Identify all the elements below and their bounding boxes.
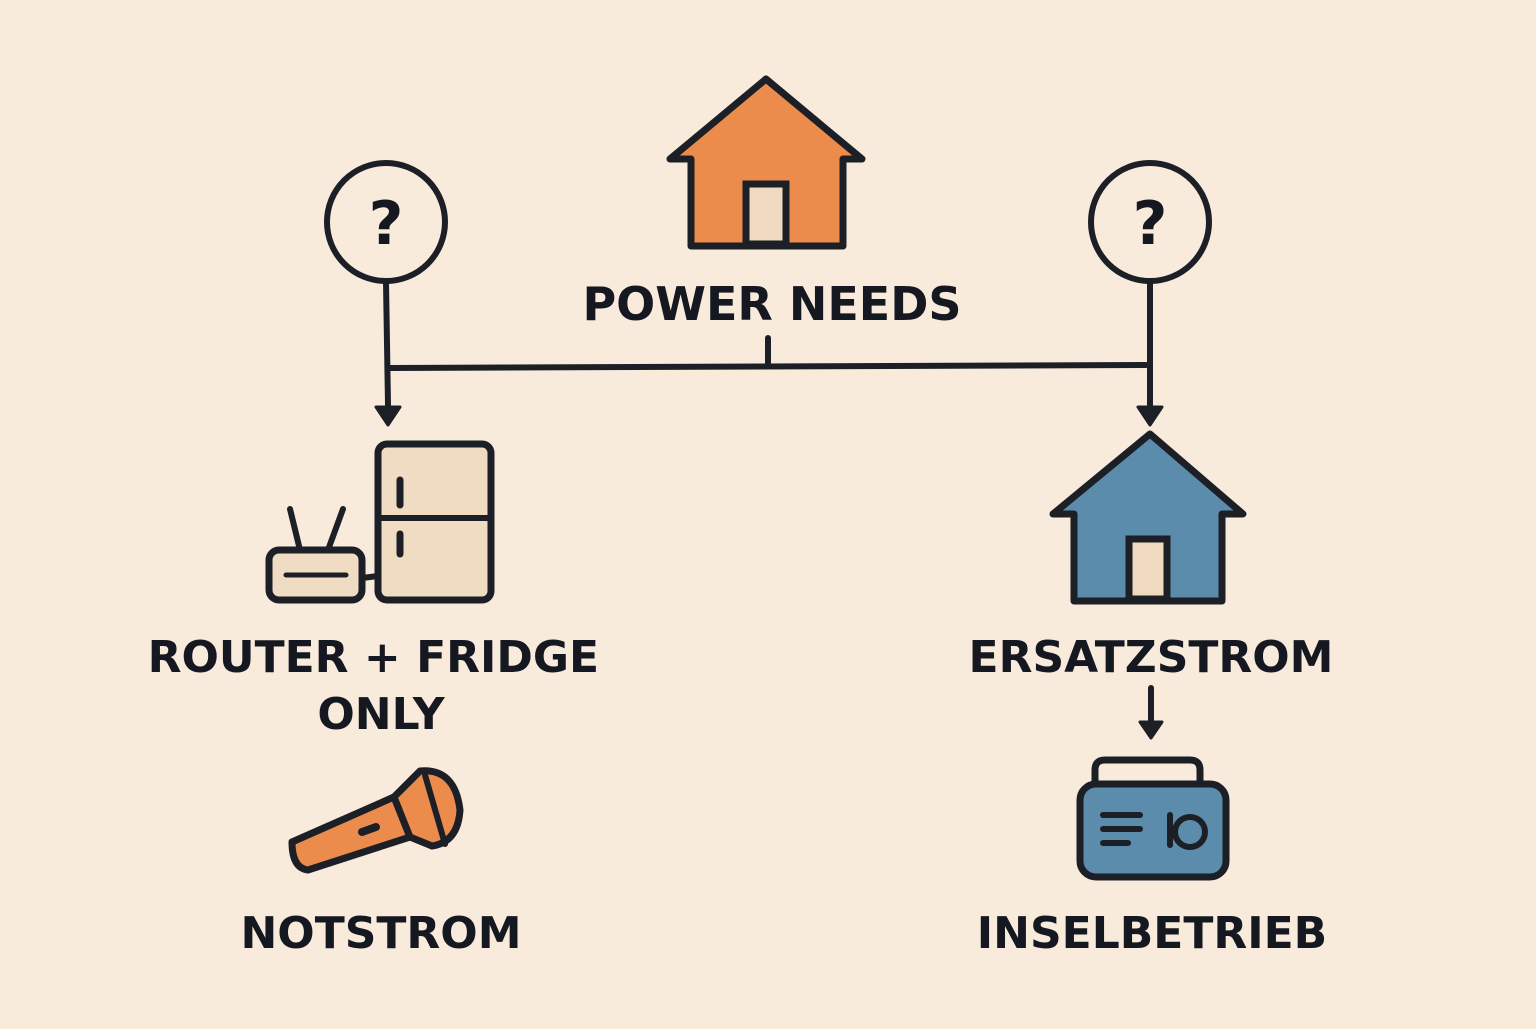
blue-house-icon xyxy=(1049,430,1247,605)
right-question-icon: ? xyxy=(1088,160,1212,284)
left-question-mark: ? xyxy=(369,189,404,259)
door-icon xyxy=(742,180,790,248)
door-icon xyxy=(1125,535,1171,603)
left-option-label: ROUTER + FRIDGE ONLY xyxy=(148,632,615,740)
left-question-icon: ? xyxy=(324,160,448,284)
ersatzstrom-arrowhead xyxy=(1138,720,1164,740)
center-label: POWER NEEDS xyxy=(582,277,961,331)
flashlight-icon xyxy=(288,767,464,874)
left-result-label: NOTSTROM xyxy=(240,908,521,959)
right-question-mark: ? xyxy=(1133,189,1168,259)
left-question-stem xyxy=(383,279,391,408)
right-option-label: ERSATZSTROM xyxy=(969,632,1334,683)
left-option-label-line1: ROUTER + FRIDGE xyxy=(148,632,599,683)
router-icon xyxy=(265,506,381,604)
connectors xyxy=(383,279,1154,725)
left-option-label-line2: ONLY xyxy=(317,689,445,740)
right-result-label: INSELBETRIEB xyxy=(977,908,1327,959)
fridge-icon xyxy=(374,440,495,604)
right-arrowhead xyxy=(1136,405,1164,427)
generator-icon xyxy=(1076,756,1230,881)
house-icon xyxy=(666,75,866,250)
left-arrowhead xyxy=(374,405,402,427)
